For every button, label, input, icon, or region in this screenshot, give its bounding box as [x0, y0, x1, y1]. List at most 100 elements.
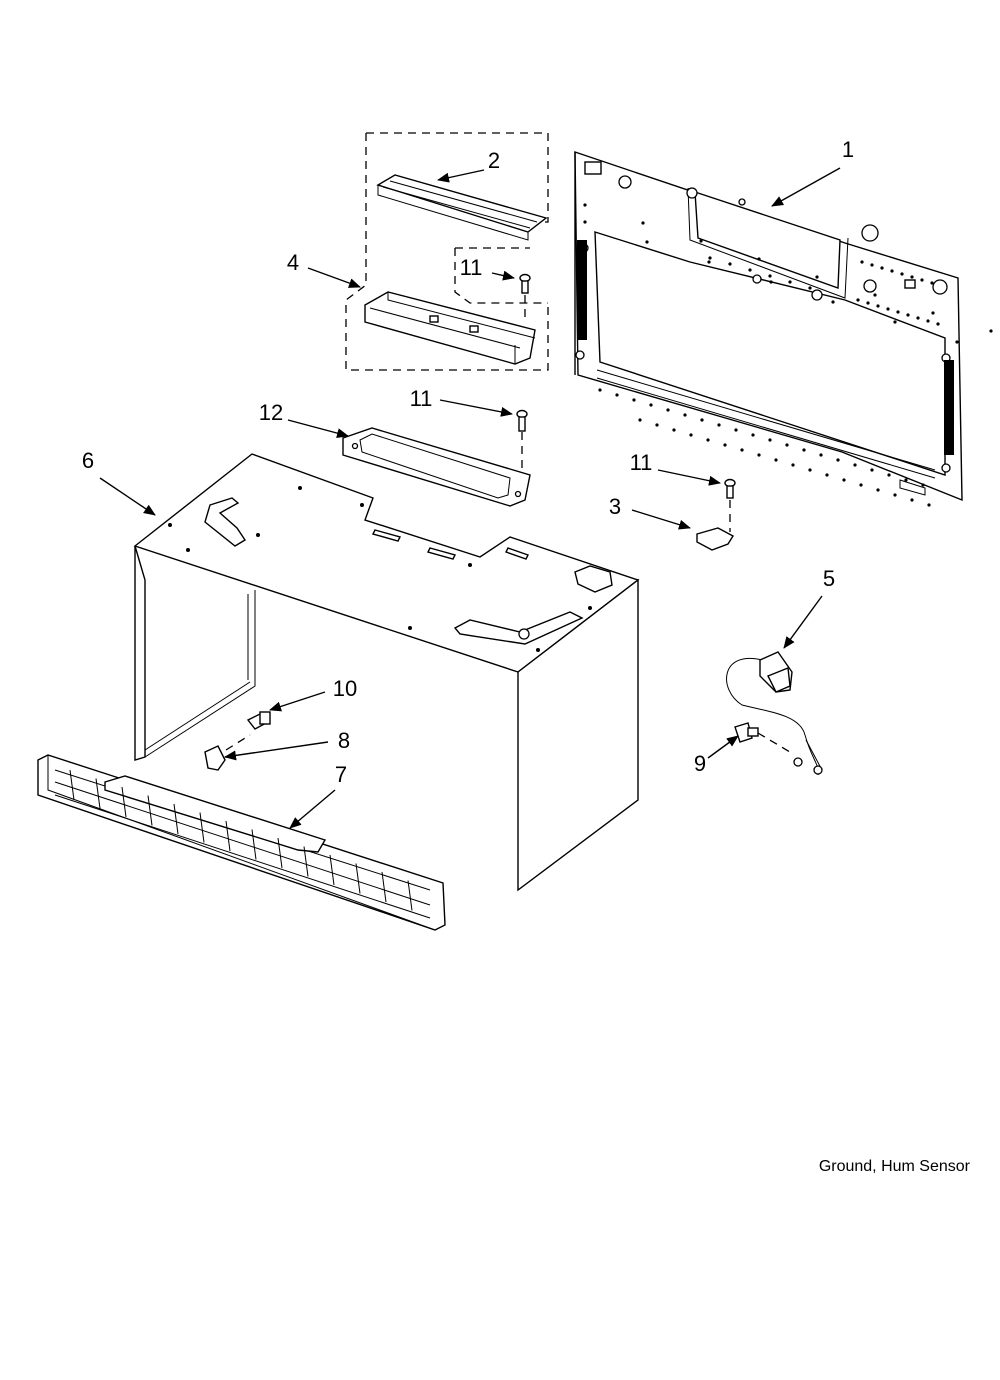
plate-hole [921, 483, 925, 487]
plate-lettering-right [944, 360, 954, 455]
plate-hole [893, 493, 897, 497]
clip [696, 527, 734, 551]
plate-hole [706, 438, 710, 442]
plate-hole [808, 286, 812, 290]
screw-11-middle [516, 409, 528, 472]
plate-hole [831, 300, 835, 304]
plate-hole [904, 478, 908, 482]
bracket [364, 291, 536, 365]
plate-hole [916, 316, 920, 320]
plate-hole [734, 428, 738, 432]
callout-8: 8 [338, 728, 350, 753]
plate-hole [717, 423, 721, 427]
grille-rib [147, 795, 153, 826]
plate-hole [645, 240, 649, 244]
callout-7: 7 [335, 762, 347, 787]
plate-hole [791, 463, 795, 467]
plate-hole [583, 203, 587, 207]
plate-hole [989, 329, 993, 333]
grille-rib [407, 880, 413, 911]
grille-rib [199, 812, 205, 843]
plate-hole [774, 458, 778, 462]
plate-hole [757, 257, 761, 261]
plate-hole [802, 448, 806, 452]
plate-hole [768, 438, 772, 442]
plate-hole [880, 266, 884, 270]
plate-hole [768, 274, 772, 278]
plate-hole [583, 220, 587, 224]
leader-lines [99, 167, 841, 829]
grille-ribs [69, 769, 413, 911]
plate-hole [689, 433, 693, 437]
callout-12: 12 [259, 400, 283, 425]
cabinet [133, 453, 640, 892]
gasket [342, 427, 531, 507]
plate-hole [819, 453, 823, 457]
grille-rib [303, 846, 309, 877]
grille-rib [251, 829, 257, 860]
plate-hole [748, 268, 752, 272]
plate-hole [866, 301, 870, 305]
plate-hole [728, 262, 732, 266]
callout-11-upper: 11 [460, 255, 483, 280]
plate-hole [876, 304, 880, 308]
plate-hole [870, 263, 874, 267]
callout-9: 9 [694, 751, 706, 776]
plate-hole [723, 443, 727, 447]
plate-hole [876, 488, 880, 492]
plate-hole [859, 483, 863, 487]
callout-1: 1 [842, 137, 854, 162]
plate-hole [788, 280, 792, 284]
plate-hole [769, 280, 773, 284]
plate-hole [870, 468, 874, 472]
plate-hole [615, 393, 619, 397]
plate-hole [873, 293, 877, 297]
grille-rib [69, 769, 75, 801]
grille-rib [95, 778, 101, 809]
callout-3: 3 [609, 494, 621, 519]
plate-hole [808, 468, 812, 472]
plate-hole [890, 269, 894, 273]
plate-hole [853, 463, 857, 467]
vent-grille [37, 754, 446, 931]
screw-11-right [724, 478, 736, 532]
plate-hole [860, 260, 864, 264]
callout-6: 6 [82, 448, 94, 473]
plate-hole [936, 322, 940, 326]
plate-hole [740, 448, 744, 452]
mounting-plate [574, 151, 963, 502]
plate-hole [926, 319, 930, 323]
callout-5: 5 [823, 566, 835, 591]
grille-rib [355, 863, 361, 894]
plate-hole [886, 307, 890, 311]
callout-2: 2 [488, 148, 500, 173]
grille-rib [277, 837, 283, 869]
plate-hole [641, 221, 645, 225]
grille-rib [173, 803, 179, 835]
plate-hole [825, 473, 829, 477]
plate-hole [910, 275, 914, 279]
grille-rib [225, 820, 231, 852]
plate-hole [910, 498, 914, 502]
stud [246, 711, 271, 730]
plate-hole [751, 433, 755, 437]
grille-rib [381, 871, 387, 903]
hum-sensor [726, 651, 823, 776]
plate-hole [856, 298, 860, 302]
plate-hole [931, 311, 935, 315]
plate-hole [638, 418, 642, 422]
plate-lettering-left [577, 240, 587, 340]
plate-hole [836, 458, 840, 462]
plate-hole [893, 320, 897, 324]
plate-hole [757, 453, 761, 457]
grille-rib [329, 854, 335, 886]
plate-hole [708, 256, 712, 260]
plate-hole [700, 418, 704, 422]
callout-4: 4 [287, 250, 299, 275]
latch-clip [204, 734, 251, 771]
plate-hole [707, 260, 711, 264]
grille-rib [121, 786, 127, 818]
plate-hole [815, 275, 819, 279]
plate-hole [887, 473, 891, 477]
